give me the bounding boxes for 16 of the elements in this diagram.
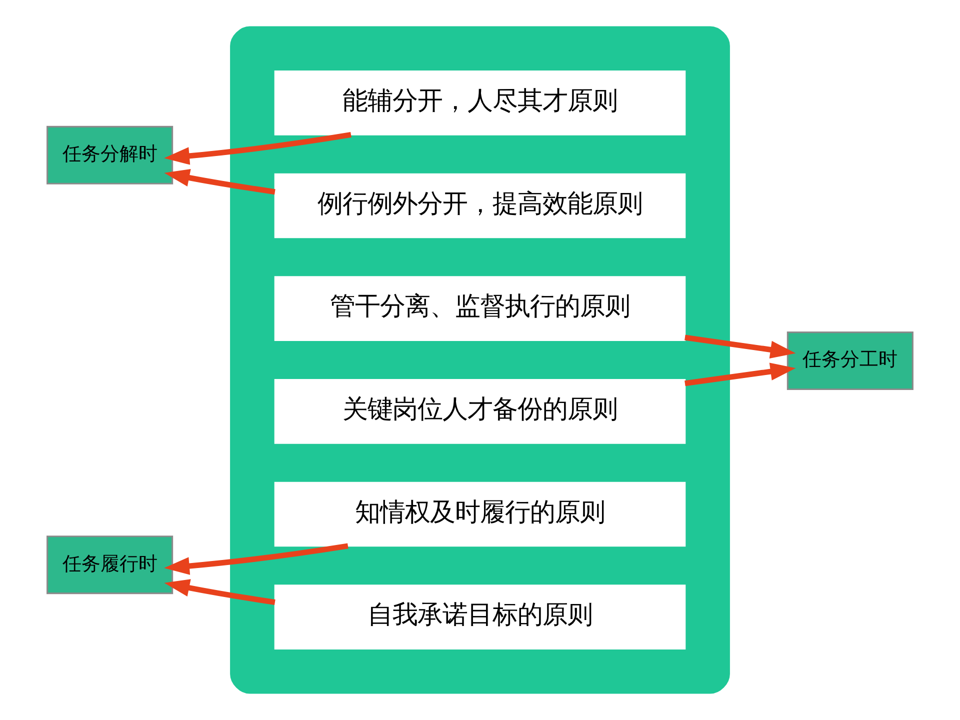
- arrow: [164, 169, 276, 195]
- node-box: 任务分解时: [46, 126, 174, 184]
- node-box: 关键岗位人才备份的原则: [274, 378, 686, 444]
- node-box: 例行例外分开，提高效能原则: [274, 173, 686, 238]
- node-box: 管干分离、监督执行的原则: [274, 276, 686, 342]
- arrow: [684, 362, 796, 386]
- arrow: [164, 579, 276, 606]
- arrow: [684, 334, 796, 358]
- arrow: [164, 132, 352, 165]
- node-box: 任务分工时: [786, 332, 914, 390]
- node-box: 知情权及时履行的原则: [274, 482, 686, 547]
- cluster: [230, 26, 730, 694]
- node-box: 任务履行时: [46, 536, 174, 594]
- node-box: 能辅分开，人尽其才原则: [274, 70, 686, 136]
- node-box: 自我承诺目标的原则: [274, 584, 686, 650]
- arrow: [164, 543, 348, 575]
